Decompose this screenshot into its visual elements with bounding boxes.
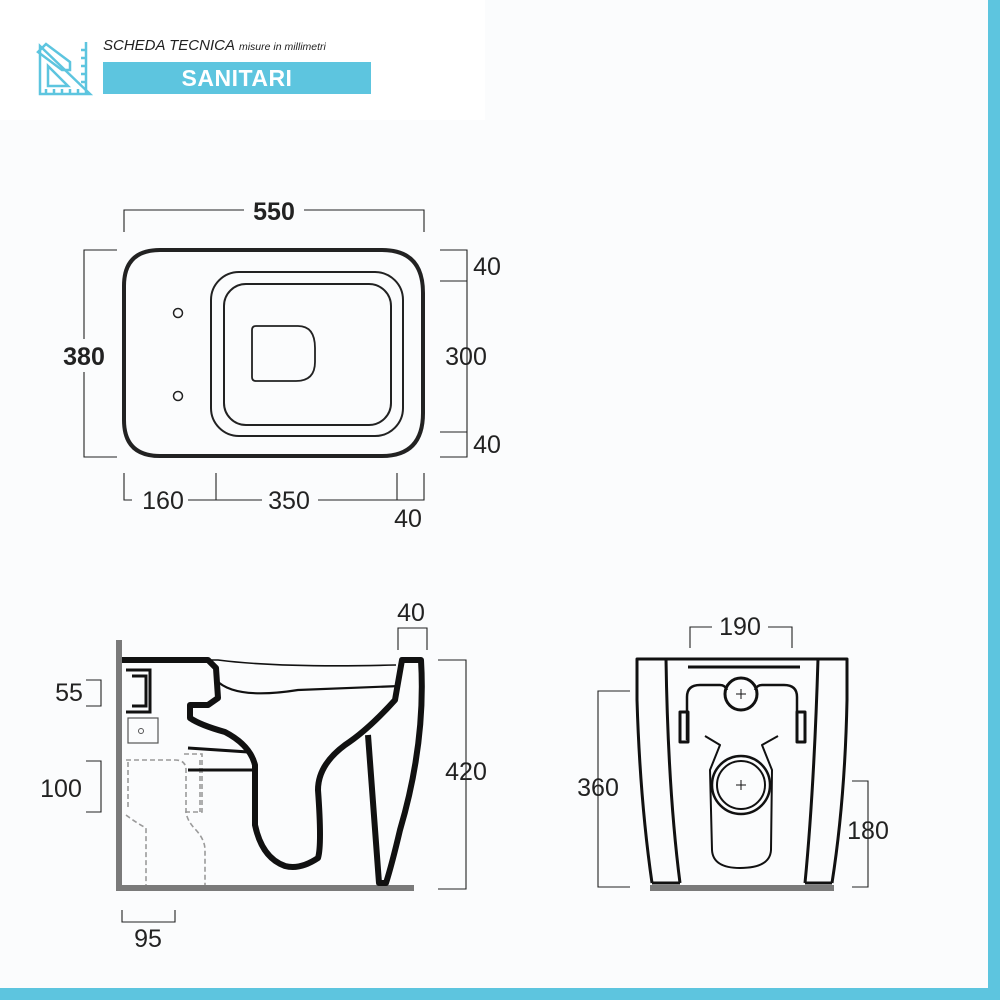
dim-top-rim-back: 40 (473, 431, 501, 459)
front-view-outlet-circle (716, 760, 766, 810)
frame-border-right (988, 0, 1000, 1000)
dim-top-bottom-a: 160 (142, 487, 184, 515)
dim-front-outlet-height: 360 (577, 774, 619, 802)
side-view-wall (116, 640, 122, 890)
front-view-left-bracket (678, 710, 690, 744)
front-view-inlet-circle (723, 676, 759, 712)
dim-top-width: 550 (253, 198, 295, 226)
front-view-floor (650, 885, 834, 891)
dim-top-bottom-c: 40 (394, 505, 422, 533)
front-view-inlet-cross (736, 689, 746, 699)
frame-border-bottom (0, 988, 1000, 1000)
front-view-outlet-ring (710, 754, 772, 816)
side-view-rim-inner (208, 659, 397, 667)
side-view-concealed-pipes (125, 753, 206, 885)
side-view-dimension-lines (86, 627, 467, 923)
side-view-floor (116, 885, 414, 891)
top-view-drain (251, 325, 316, 382)
dim-side-height: 420 (445, 758, 487, 786)
front-view-right-inner (803, 658, 820, 884)
top-view-outline (122, 248, 425, 458)
top-view-dimension-lines (83, 209, 468, 501)
dim-top-bottom-b: 350 (268, 487, 310, 515)
dim-side-lower-connection: 100 (40, 775, 82, 803)
front-view-inner-body (704, 735, 779, 869)
side-view-seat-hinge (126, 668, 152, 714)
dim-side-wall-distance: 95 (134, 925, 162, 953)
dim-top-rim-front: 40 (473, 253, 501, 281)
dim-side-rim-width: 40 (397, 599, 425, 627)
front-view-outline (635, 657, 849, 884)
side-view-body (122, 657, 425, 886)
side-view-connector-box (127, 717, 159, 744)
dim-top-opening: 300 (445, 343, 487, 371)
side-view-bowl-line (215, 679, 401, 695)
front-view (597, 626, 869, 891)
side-view-connector-dot (138, 728, 144, 734)
side-view (86, 627, 467, 923)
top-view-fixing-hole-upper (172, 307, 184, 319)
top-view-bowl (223, 283, 392, 426)
side-view-outlet (187, 746, 256, 772)
front-view-dimension-lines (597, 626, 869, 888)
front-view-left-inner (664, 658, 682, 884)
top-view-fixing-hole-lower (172, 390, 184, 402)
sheet-title-main: SCHEDA TECNICA (103, 37, 235, 54)
front-view-outlet-cross (736, 780, 746, 790)
dim-top-depth: 380 (63, 343, 105, 371)
top-view (83, 209, 468, 501)
dim-front-inlet-height: 180 (847, 817, 889, 845)
category-badge: SANITARI (103, 62, 371, 94)
dim-side-upper-connection: 55 (55, 679, 83, 707)
front-view-core (685, 683, 799, 740)
ruler-set-square-pencil-icon (36, 42, 94, 96)
front-view-right-bracket (795, 710, 807, 744)
top-view-rim (210, 271, 404, 437)
sheet-title-units: misure in millimetri (238, 41, 326, 53)
dim-front-top-width: 190 (719, 613, 761, 641)
